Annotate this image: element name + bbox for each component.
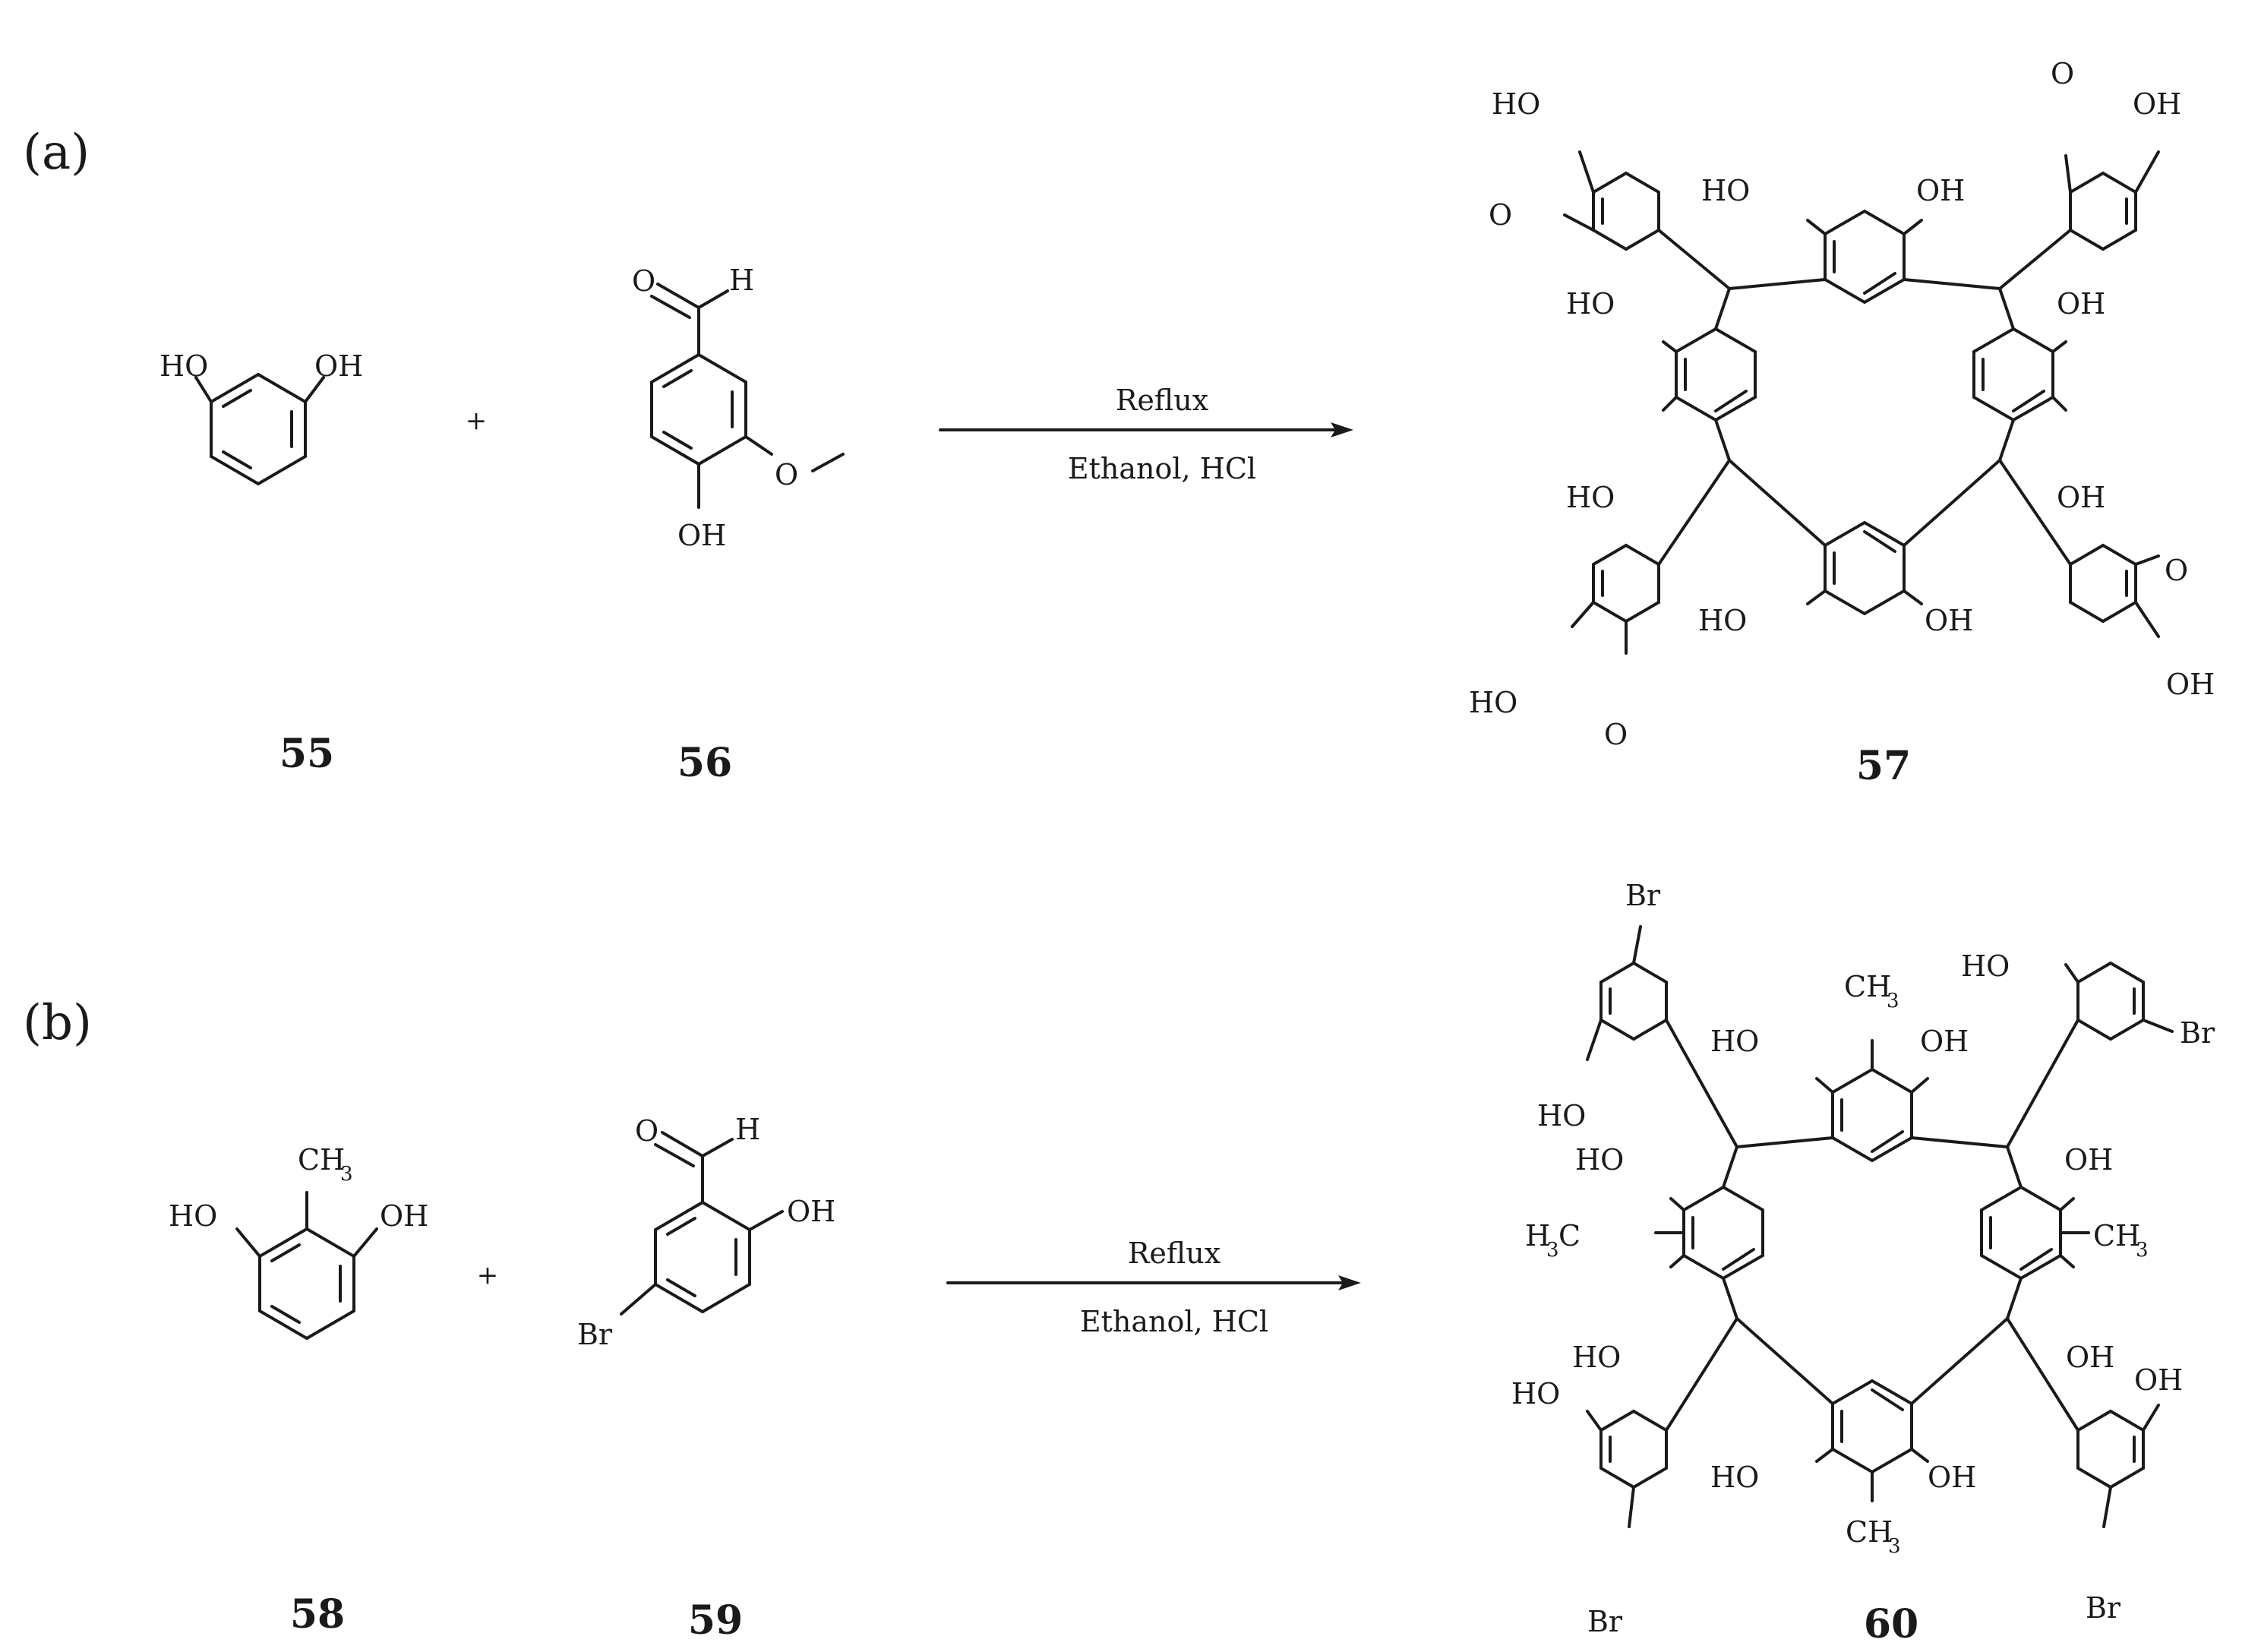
condition-a-above: Reflux (1116, 384, 1208, 417)
compound-58-ho-label: HO (169, 1199, 217, 1233)
compound-60-label-h-1: H (1525, 1219, 1550, 1252)
compound-56-number: 56 (677, 740, 732, 786)
compound-60-label-br-3: Br (1587, 1605, 1623, 1638)
compound-60-label-3-1: 3 (1887, 990, 1899, 1012)
compound-60-label-ho-6: HO (1511, 1377, 1560, 1410)
compound-57-label-ho-6: HO (1469, 686, 1517, 719)
compound-57-label-ho-2: HO (1701, 174, 1750, 207)
compound-57-number: 57 (1856, 743, 1911, 789)
panel-a-label: (a) (23, 125, 90, 181)
compound-55-number: 55 (279, 731, 334, 777)
compound-57-label-ho-5: HO (1698, 604, 1747, 637)
compound-57-label-o-2: O (2051, 57, 2074, 90)
compound-60-label-oh-5: OH (1928, 1461, 1976, 1494)
compound-59-oh-label: OH (787, 1195, 835, 1228)
compound-57-label-oh-1: OH (2133, 87, 2181, 121)
compound-60-label-ho-4: HO (1575, 1143, 1624, 1177)
compound-58-number: 58 (290, 1591, 345, 1638)
compound-56-oh-label: OH (677, 519, 726, 552)
compound-60-label-br-4: Br (2086, 1591, 2121, 1625)
compound-60-label-ho-7: HO (1710, 1461, 1759, 1494)
compound-57-label-oh-4: OH (2057, 481, 2105, 514)
compound-57-label-oh-3: OH (2057, 287, 2105, 321)
compound-60-structure: Br HO Br CH 3 HO HO OH HO OH H 3 C CH 3 … (1511, 879, 2215, 1638)
compound-60-label-ho-1: HO (1961, 949, 2010, 983)
compound-60-label-ch-1: CH (1844, 970, 1891, 1003)
compound-55-oh-label: OH (314, 349, 363, 383)
plus-sign-a: + (466, 406, 488, 436)
compound-56-aldehyde-o: O (632, 264, 655, 298)
compound-55-structure: HO OH (159, 349, 363, 486)
compound-58-oh-label: OH (380, 1199, 428, 1233)
compound-57-label-oh-6: OH (2166, 668, 2215, 701)
compound-59-br-label: Br (577, 1318, 613, 1351)
compound-60-label-oh-1: OH (1920, 1025, 1969, 1058)
compound-56-aldehyde-h: H (729, 264, 754, 297)
compound-59-structure: O H OH Br (577, 1113, 835, 1351)
compound-59-aldehyde-h: H (735, 1113, 760, 1146)
compound-60-label-ho-5: HO (1572, 1341, 1621, 1374)
compound-57-label-ho-4: HO (1566, 481, 1615, 514)
compound-59-number: 59 (688, 1597, 743, 1644)
compound-60-label-br-2: Br (2180, 1016, 2215, 1050)
compound-57-structure: HO O O OH HO OH HO OH HO OH HO OH HO O O… (1469, 57, 2215, 751)
compound-57-label-oh-5: OH (1925, 604, 1973, 637)
compound-60-number: 60 (1864, 1601, 1918, 1647)
compound-57-label-ho-3: HO (1566, 287, 1615, 321)
compound-56-methoxy-o: O (775, 458, 798, 491)
reaction-arrow-b (946, 1275, 1361, 1290)
compound-55-ho-label: HO (159, 349, 208, 383)
compound-58-methyl-subscript: 3 (340, 1163, 353, 1186)
compound-56-structure: O H O OH (632, 264, 845, 552)
compound-60-label-3-4: 3 (1888, 1535, 1901, 1558)
compound-57-label-o-3: O (1604, 718, 1628, 751)
compound-60-label-oh-2: OH (2064, 1143, 2113, 1177)
compound-60-label-ch-2: CH (2093, 1219, 2140, 1252)
compound-60-label-oh-3: OH (2066, 1341, 2114, 1374)
compound-57-label-oh-2: OH (1916, 174, 1965, 207)
compound-60-label-ho-2: HO (1537, 1099, 1586, 1132)
compound-60-label-3-2: 3 (1546, 1239, 1559, 1262)
compound-60-label-br-1: Br (1625, 879, 1661, 912)
compound-60-label-ho-3: HO (1710, 1025, 1759, 1058)
compound-58-structure: HO OH CH 3 (169, 1143, 428, 1341)
panel-b-label: (b) (23, 995, 92, 1051)
compound-57-label-ho-1: HO (1492, 87, 1540, 121)
compound-60-label-oh-4: OH (2134, 1363, 2183, 1397)
plus-sign-b: + (477, 1260, 499, 1290)
compound-60-label-3-3: 3 (2136, 1239, 2149, 1262)
compound-58-methyl-label: CH (298, 1143, 345, 1177)
condition-a-below: Ethanol, HCl (1068, 452, 1256, 485)
compound-60-label-c-1: C (1558, 1219, 1580, 1252)
panel-b: (b) HO OH CH 3 58 + (23, 879, 2215, 1647)
compound-60-label-ch-3: CH (1846, 1515, 1893, 1549)
condition-b-above: Reflux (1128, 1237, 1220, 1270)
condition-b-below: Ethanol, HCl (1080, 1305, 1268, 1338)
compound-59-aldehyde-o: O (635, 1114, 658, 1148)
panel-a: (a) HO OH 55 + O H (23, 57, 2215, 789)
compound-57-label-o-1: O (1489, 198, 1512, 232)
reaction-arrow-a (939, 422, 1353, 437)
compound-57-label-o-4: O (2165, 554, 2188, 587)
